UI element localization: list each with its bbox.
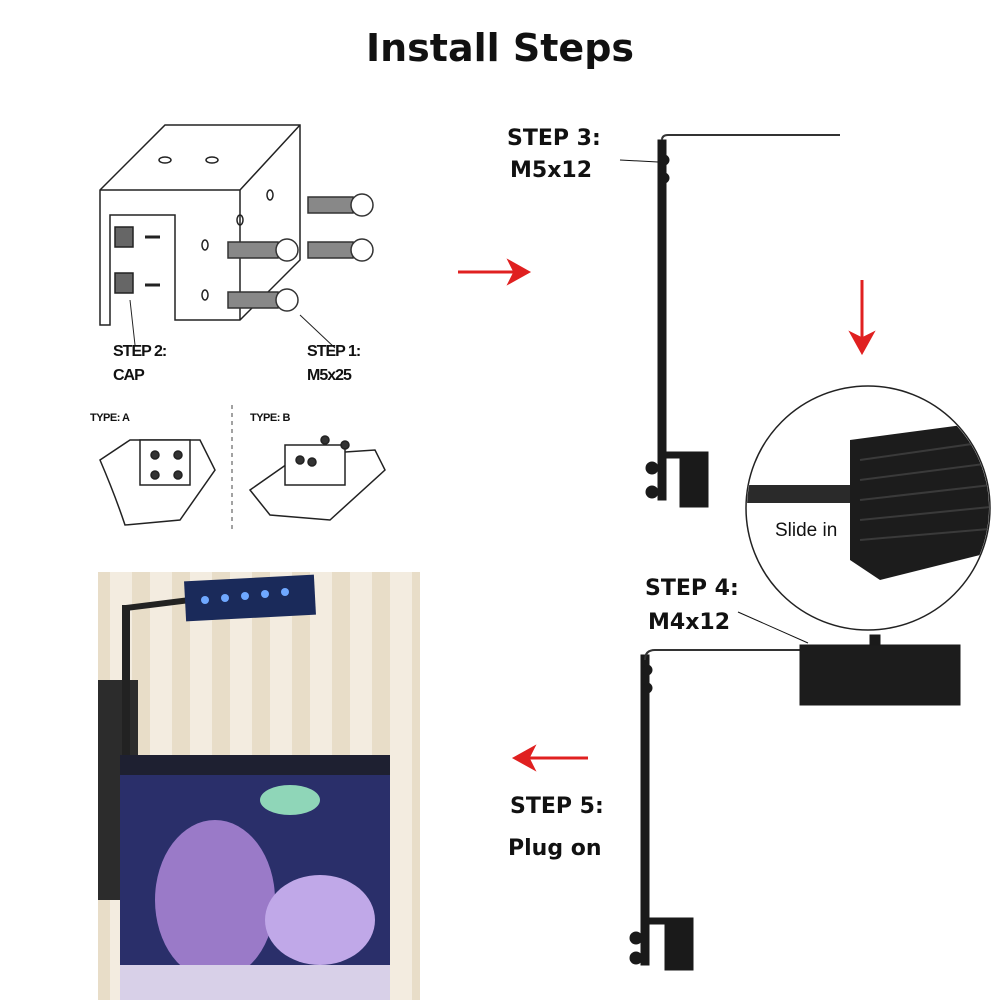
arrow-down-icon	[848, 280, 876, 356]
slide-in-detail	[745, 385, 991, 631]
stand-2	[629, 611, 961, 971]
type-b-illustration	[248, 435, 386, 521]
type-a-label: TYPE: A	[90, 412, 130, 424]
type-a-illustration	[99, 439, 216, 526]
aquarium-photo	[98, 572, 420, 1000]
step5-label: STEP 5:	[510, 794, 604, 819]
step1-label: STEP 1:	[307, 343, 361, 360]
step2-value: CAP	[113, 367, 145, 384]
arrow-right-icon	[458, 258, 532, 286]
step2-label: STEP 2:	[113, 343, 167, 360]
step5-value: Plug on	[508, 836, 602, 861]
step3-label: STEP 3:	[507, 126, 601, 151]
step3-value: M5x12	[510, 158, 593, 183]
step4-label: STEP 4:	[645, 576, 739, 601]
bracket-illustration	[99, 124, 374, 349]
step1-value: M5x25	[307, 367, 352, 384]
arrow-left-icon	[511, 744, 588, 772]
page-title: Install Steps	[365, 26, 635, 70]
step4-value: M4x12	[648, 610, 731, 635]
type-b-label: TYPE: B	[250, 412, 290, 424]
slide-in-label: Slide in	[773, 520, 840, 542]
stand-1	[619, 134, 840, 508]
